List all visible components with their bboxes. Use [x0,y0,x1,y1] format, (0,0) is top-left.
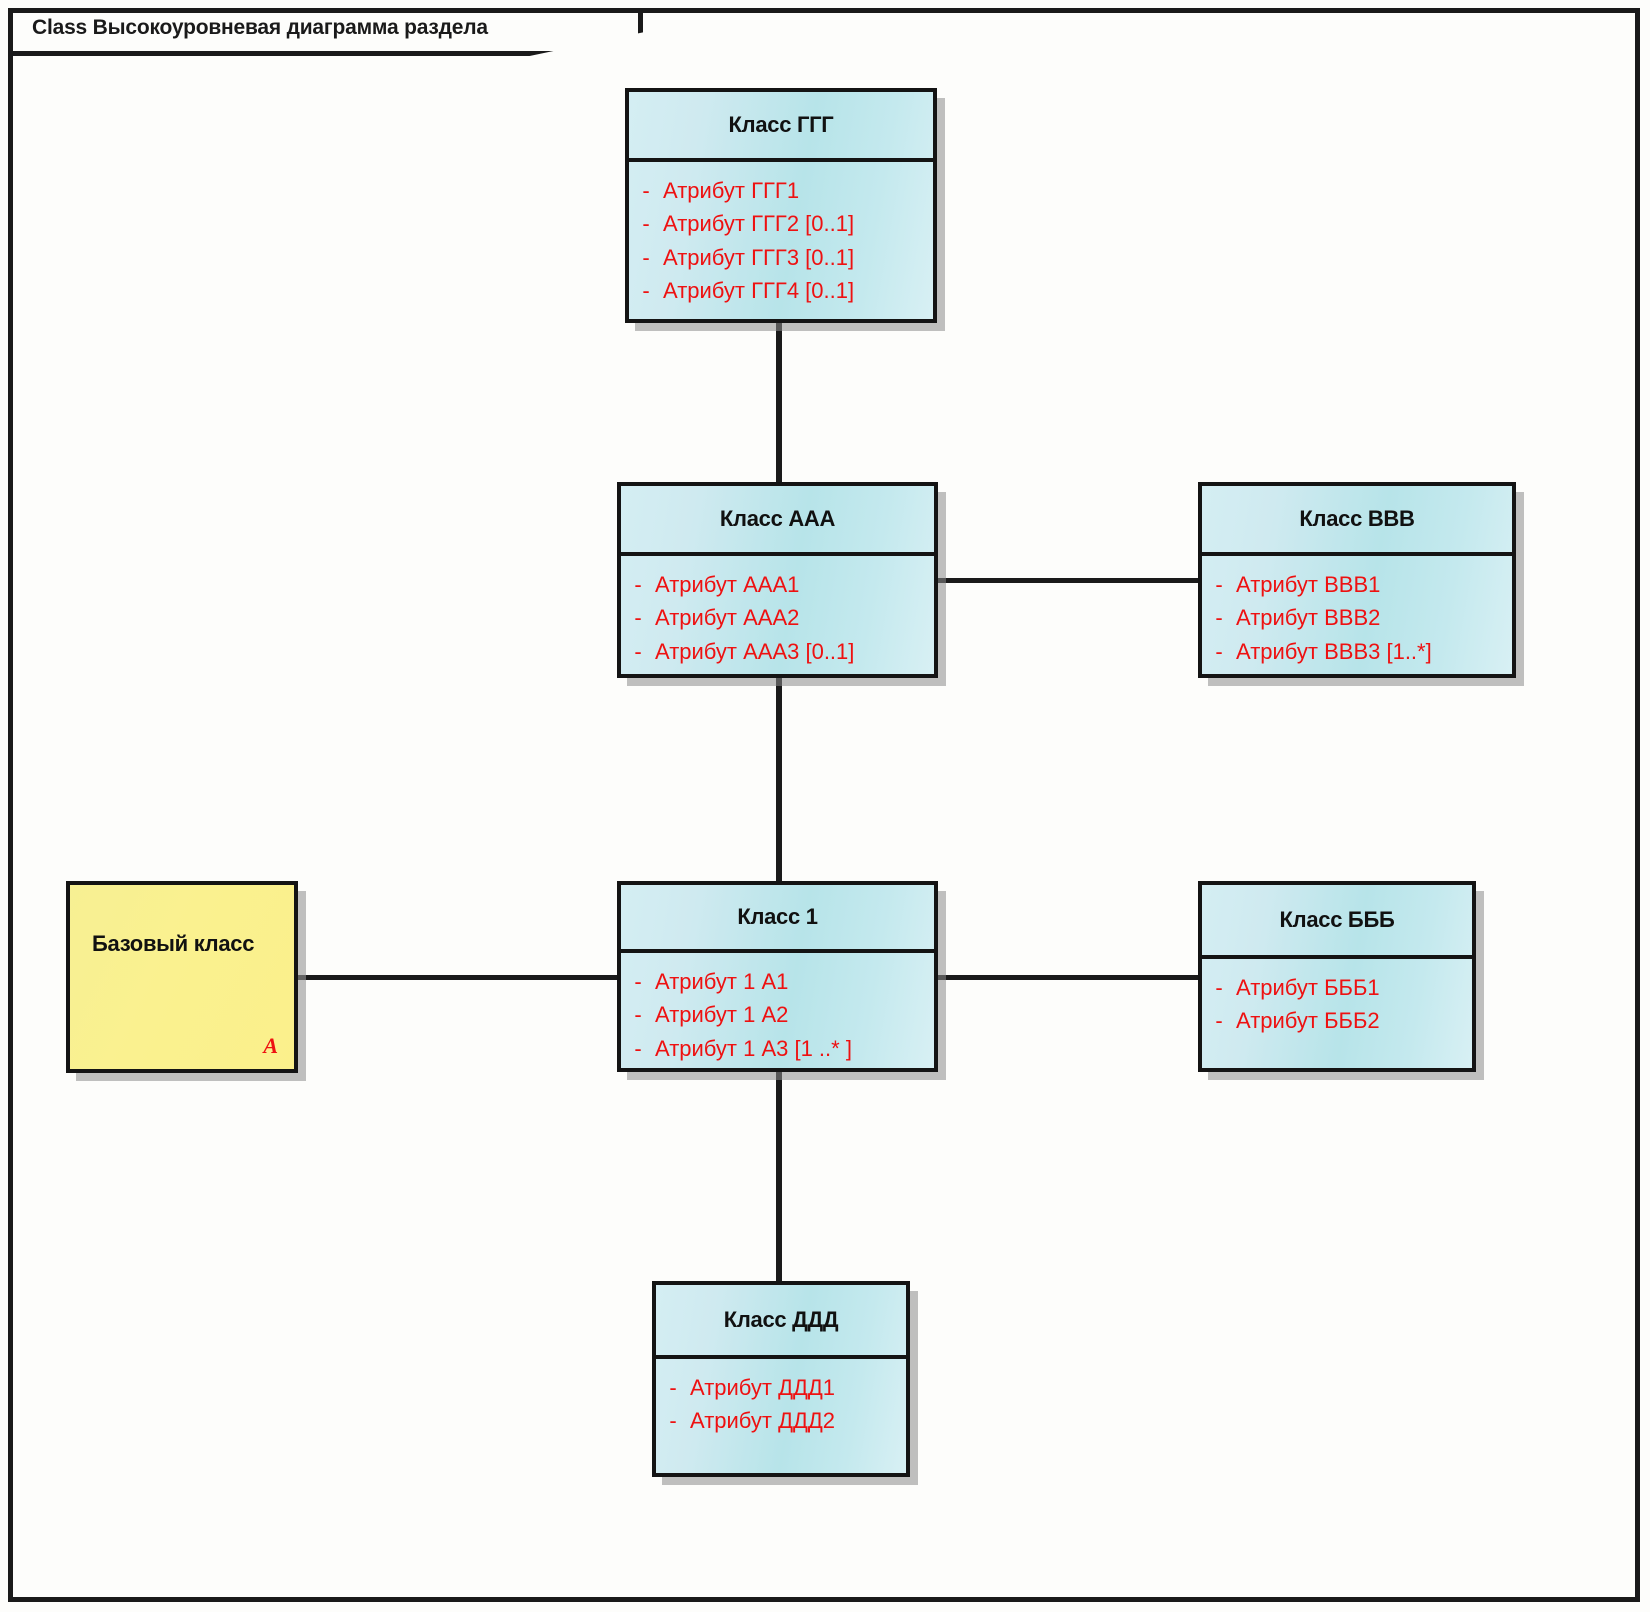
visibility-marker: - [1215,605,1223,631]
visibility-marker: - [634,1002,642,1028]
attribute-label: Атрибут BBB2 [1236,605,1381,631]
attribute-row: - Атрибут ГГГ2 [0..1] [629,207,933,240]
link-class1-bbbcyr [936,975,1200,980]
attribute-row: - Атрибут БББ2 [1202,1004,1472,1037]
attribute-label: Атрибут ГГГ4 [0..1] [663,278,855,304]
class-attributes-ggg: - Атрибут ГГГ1 - Атрибут ГГГ2 [0..1] - А… [629,162,933,320]
visibility-marker: - [1215,1008,1223,1034]
class-box-base[interactable]: Базовый класс A [66,881,298,1073]
link-class1-ddd [776,1072,782,1282]
visibility-marker: - [1215,572,1223,597]
attribute-label: Атрибут ГГГ2 [0..1] [663,211,855,237]
attribute-label: Атрибут ДДД2 [690,1408,836,1434]
visibility-marker: - [642,278,650,304]
attribute-label: Атрибут БББ1 [1236,975,1380,1000]
class-attributes-class1: - Атрибут 1 А1 - Атрибут 1 А2 - Атрибут … [621,953,934,1077]
class-name-aaa: Класс ААА [719,506,836,531]
class-name-bbb-cyrillic: Класс БББ [1279,907,1395,932]
attribute-row: - Атрибут ААА2 [621,601,934,634]
class-name-bbb-latin: Класс BBB [1299,506,1415,531]
attribute-label: Атрибут BBB1 [1236,572,1381,597]
attribute-label: Атрибут ДДД1 [690,1375,836,1400]
visibility-marker: - [669,1375,677,1400]
class-name-base: Базовый класс [92,931,255,956]
attribute-label: Атрибут ААА2 [655,605,800,631]
class-divider [1202,955,1472,959]
attribute-row: - Атрибут ДДД2 [656,1404,906,1437]
link-ggg-aaa [776,322,782,482]
class-divider [629,158,933,162]
link-base-class1 [296,975,622,980]
attribute-row: - Атрибут ГГГ1 [629,174,933,207]
class-box-bbb-latin[interactable]: Класс BBB - Атрибут BBB1 - Атрибут BBB2 … [1198,482,1516,678]
class-name-class1: Класс 1 [737,904,818,929]
attribute-row: - Атрибут 1 А2 [621,998,934,1031]
class-box-class1[interactable]: Класс 1 - Атрибут 1 А1 - Атрибут 1 А2 - … [617,881,938,1072]
class-box-ggg[interactable]: Класс ГГГ - Атрибут ГГГ1 - Атрибут ГГГ2 … [625,88,937,323]
attribute-row: - Атрибут БББ1 [1202,971,1472,1004]
attribute-label: Атрибут 1 А2 [655,1002,789,1028]
visibility-marker: - [669,1408,677,1434]
attribute-label: Атрибут ГГГ1 [663,178,800,203]
attribute-row: - Атрибут ААА1 [621,568,934,601]
class-divider [621,552,934,556]
link-aaa-bbb [938,578,1200,583]
attribute-label: Атрибут BBB3 [1..*] [1236,638,1432,664]
visibility-marker: - [642,211,650,237]
class-attributes-aaa: - Атрибут ААА1 - Атрибут ААА2 - Атрибут … [621,556,934,680]
diagram-title-tab [13,13,643,56]
attribute-row: - Атрибут BBB2 [1202,601,1512,634]
attribute-label: Атрибут БББ2 [1236,1008,1380,1034]
attribute-label: Атрибут ГГГ3 [0..1] [663,244,855,270]
attribute-row: - Атрибут BBB3 [1..*] [1202,635,1512,668]
attribute-row: - Атрибут ГГГ4 [0..1] [629,274,933,307]
class-name-ggg: Класс ГГГ [728,112,834,137]
visibility-marker: - [1215,975,1223,1000]
visibility-marker: - [642,178,650,203]
class-attributes-ddd: - Атрибут ДДД1 - Атрибут ДДД2 [656,1359,906,1450]
visibility-marker: - [634,969,642,994]
class-name-ddd: Класс ДДД [723,1307,839,1332]
class-divider [1202,552,1512,556]
link-aaa-class1 [776,672,782,882]
attribute-row: - Атрибут ДДД1 [656,1371,906,1404]
class-box-bbb-cyrillic[interactable]: Класс БББ - Атрибут БББ1 - Атрибут БББ2 [1198,881,1476,1072]
visibility-marker: - [642,244,650,270]
attribute-label: Атрибут ААА3 [0..1] [655,638,855,664]
attribute-row: - Атрибут ААА3 [0..1] [621,635,934,668]
visibility-marker: - [634,1035,642,1061]
abstract-marker-icon: A [263,1033,278,1058]
attribute-row: - Атрибут 1 А1 [621,965,934,998]
attribute-label: Атрибут ААА1 [655,572,800,597]
attribute-row: - Атрибут 1 А3 [1 ..* ] [621,1032,934,1065]
class-attributes-bbb-cyrillic: - Атрибут БББ1 - Атрибут БББ2 [1202,959,1472,1050]
visibility-marker: - [634,572,642,597]
attribute-label: Атрибут 1 А1 [655,969,789,994]
visibility-marker: - [1215,638,1223,664]
class-box-aaa[interactable]: Класс ААА - Атрибут ААА1 - Атрибут ААА2 … [617,482,938,678]
class-divider [621,949,934,953]
attribute-label: Атрибут 1 А3 [1 ..* ] [655,1035,852,1061]
visibility-marker: - [634,638,642,664]
class-attributes-bbb-latin: - Атрибут BBB1 - Атрибут BBB2 - Атрибут … [1202,556,1512,680]
attribute-row: - Атрибут ГГГ3 [0..1] [629,241,933,274]
visibility-marker: - [634,605,642,631]
attribute-row: - Атрибут BBB1 [1202,568,1512,601]
diagram-title: Class Высокоуровневая диаграмма раздела [32,16,488,39]
class-box-ddd[interactable]: Класс ДДД - Атрибут ДДД1 - Атрибут ДДД2 [652,1281,910,1477]
class-divider [656,1355,906,1359]
